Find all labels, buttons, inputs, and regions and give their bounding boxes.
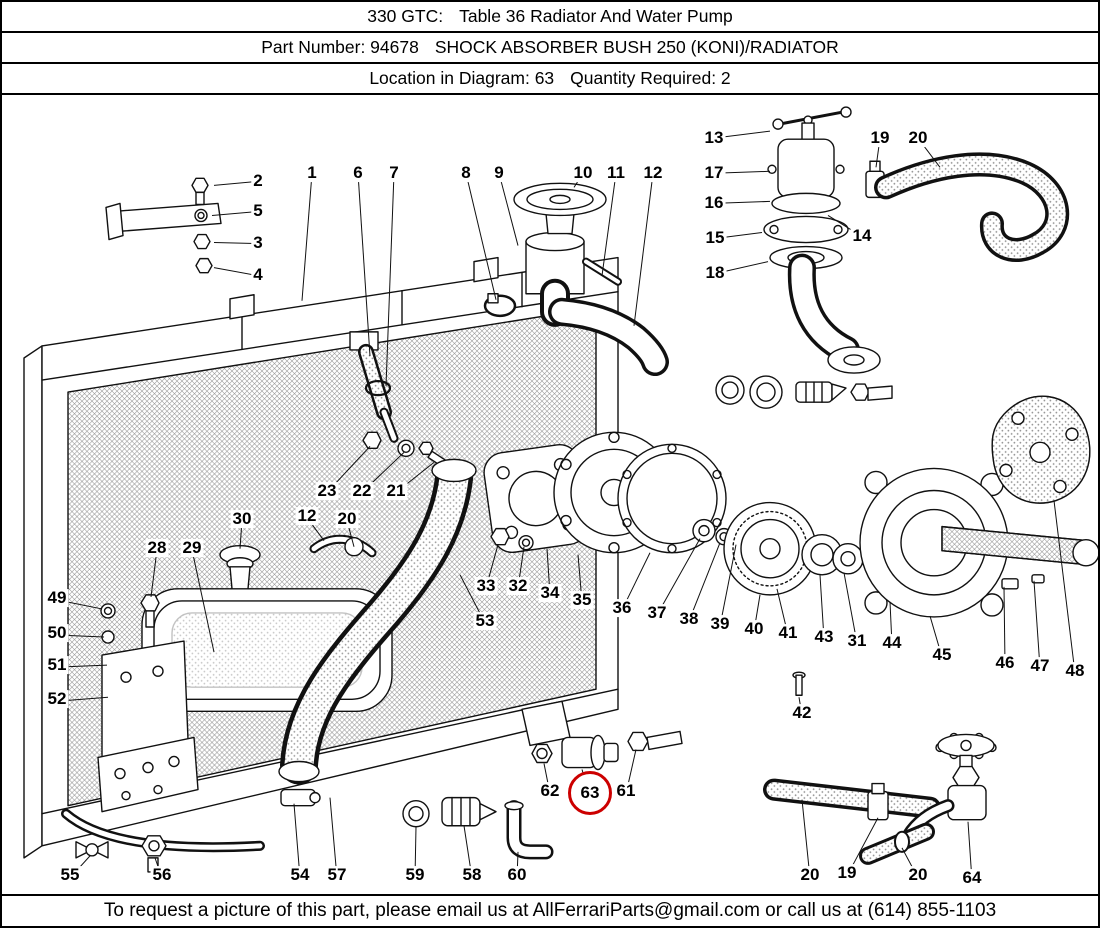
callout-54: 54 <box>288 865 312 885</box>
callout-61: 61 <box>614 781 638 801</box>
part-number-bar: Part Number: 94678 SHOCK ABSORBER BUSH 2… <box>2 33 1098 64</box>
callout-20: 20 <box>335 509 359 529</box>
callout-44: 44 <box>880 633 904 653</box>
callout-38: 38 <box>677 609 701 629</box>
quantity-required-text: Quantity Required: 2 <box>570 68 731 88</box>
callout-47: 47 <box>1028 656 1052 676</box>
callout-12: 12 <box>295 506 319 526</box>
callout-21: 21 <box>384 481 408 501</box>
callout-15: 15 <box>703 228 727 248</box>
callout-13: 13 <box>702 128 726 148</box>
callout-55: 55 <box>58 865 82 885</box>
callout-4: 4 <box>251 265 265 285</box>
callout-29: 29 <box>180 538 204 558</box>
callout-17: 17 <box>702 163 726 183</box>
callout-23: 23 <box>315 481 339 501</box>
callout-3: 3 <box>251 233 265 253</box>
contact-footer: To request a picture of this part, pleas… <box>2 894 1098 926</box>
callout-19: 19 <box>835 863 859 883</box>
callout-33: 33 <box>474 576 498 596</box>
callout-46: 46 <box>993 653 1017 673</box>
callout-52: 52 <box>45 689 69 709</box>
callout-41: 41 <box>776 623 800 643</box>
callout-51: 51 <box>45 655 69 675</box>
callout-28: 28 <box>145 538 169 558</box>
callout-36: 36 <box>610 598 634 618</box>
callout-58: 58 <box>460 865 484 885</box>
callout-48: 48 <box>1063 661 1087 681</box>
callout-62: 62 <box>538 781 562 801</box>
callout-7: 7 <box>387 163 401 183</box>
diagram-location-text: Location in Diagram: 63 <box>369 68 555 88</box>
callout-2: 2 <box>251 171 265 191</box>
callout-30: 30 <box>230 509 254 529</box>
callout-8: 8 <box>459 163 473 183</box>
callout-19: 19 <box>868 128 892 148</box>
callout-37: 37 <box>645 603 669 623</box>
diagram-artwork <box>23 106 1098 873</box>
callout-12: 12 <box>641 163 665 183</box>
callout-49: 49 <box>45 588 69 608</box>
callout-20: 20 <box>906 865 930 885</box>
part-number-text: Part Number: 94678 <box>261 37 419 57</box>
callout-16: 16 <box>702 193 726 213</box>
callout-53: 53 <box>473 611 497 631</box>
part-description: SHOCK ABSORBER BUSH 250 (KONI)/RADIATOR <box>434 37 839 57</box>
callout-35: 35 <box>570 590 594 610</box>
contact-text: To request a picture of this part, pleas… <box>103 900 997 921</box>
location-bar: Location in Diagram: 63 Quantity Require… <box>2 64 1098 95</box>
callout-1: 1 <box>305 163 319 183</box>
callout-64: 64 <box>960 868 984 888</box>
callout-43: 43 <box>812 627 836 647</box>
callout-9: 9 <box>492 163 506 183</box>
callout-45: 45 <box>930 645 954 665</box>
callout-6: 6 <box>351 163 365 183</box>
callout-40: 40 <box>742 619 766 639</box>
callout-60: 60 <box>505 865 529 885</box>
callout-59: 59 <box>403 865 427 885</box>
callout-11: 11 <box>605 163 627 183</box>
callout-highlighted-63: 63 <box>568 771 612 815</box>
title-bar: 330 GTC: Table 36 Radiator And Water Pum… <box>2 2 1098 33</box>
callout-18: 18 <box>703 263 727 283</box>
callout-20: 20 <box>798 865 822 885</box>
model-title: 330 GTC: <box>367 6 444 26</box>
callout-10: 10 <box>571 163 595 183</box>
callout-34: 34 <box>538 583 562 603</box>
callout-14: 14 <box>850 226 874 246</box>
callout-50: 50 <box>45 623 69 643</box>
callout-5: 5 <box>251 201 265 221</box>
callout-57: 57 <box>325 865 349 885</box>
callout-20: 20 <box>906 128 930 148</box>
callout-31: 31 <box>845 631 869 651</box>
table-title: Table 36 Radiator And Water Pump <box>459 6 733 26</box>
callout-22: 22 <box>350 481 374 501</box>
callout-39: 39 <box>708 614 732 634</box>
leader-lines <box>56 130 1076 881</box>
callout-42: 42 <box>790 703 814 723</box>
callout-56: 56 <box>150 865 174 885</box>
callout-32: 32 <box>506 576 530 596</box>
